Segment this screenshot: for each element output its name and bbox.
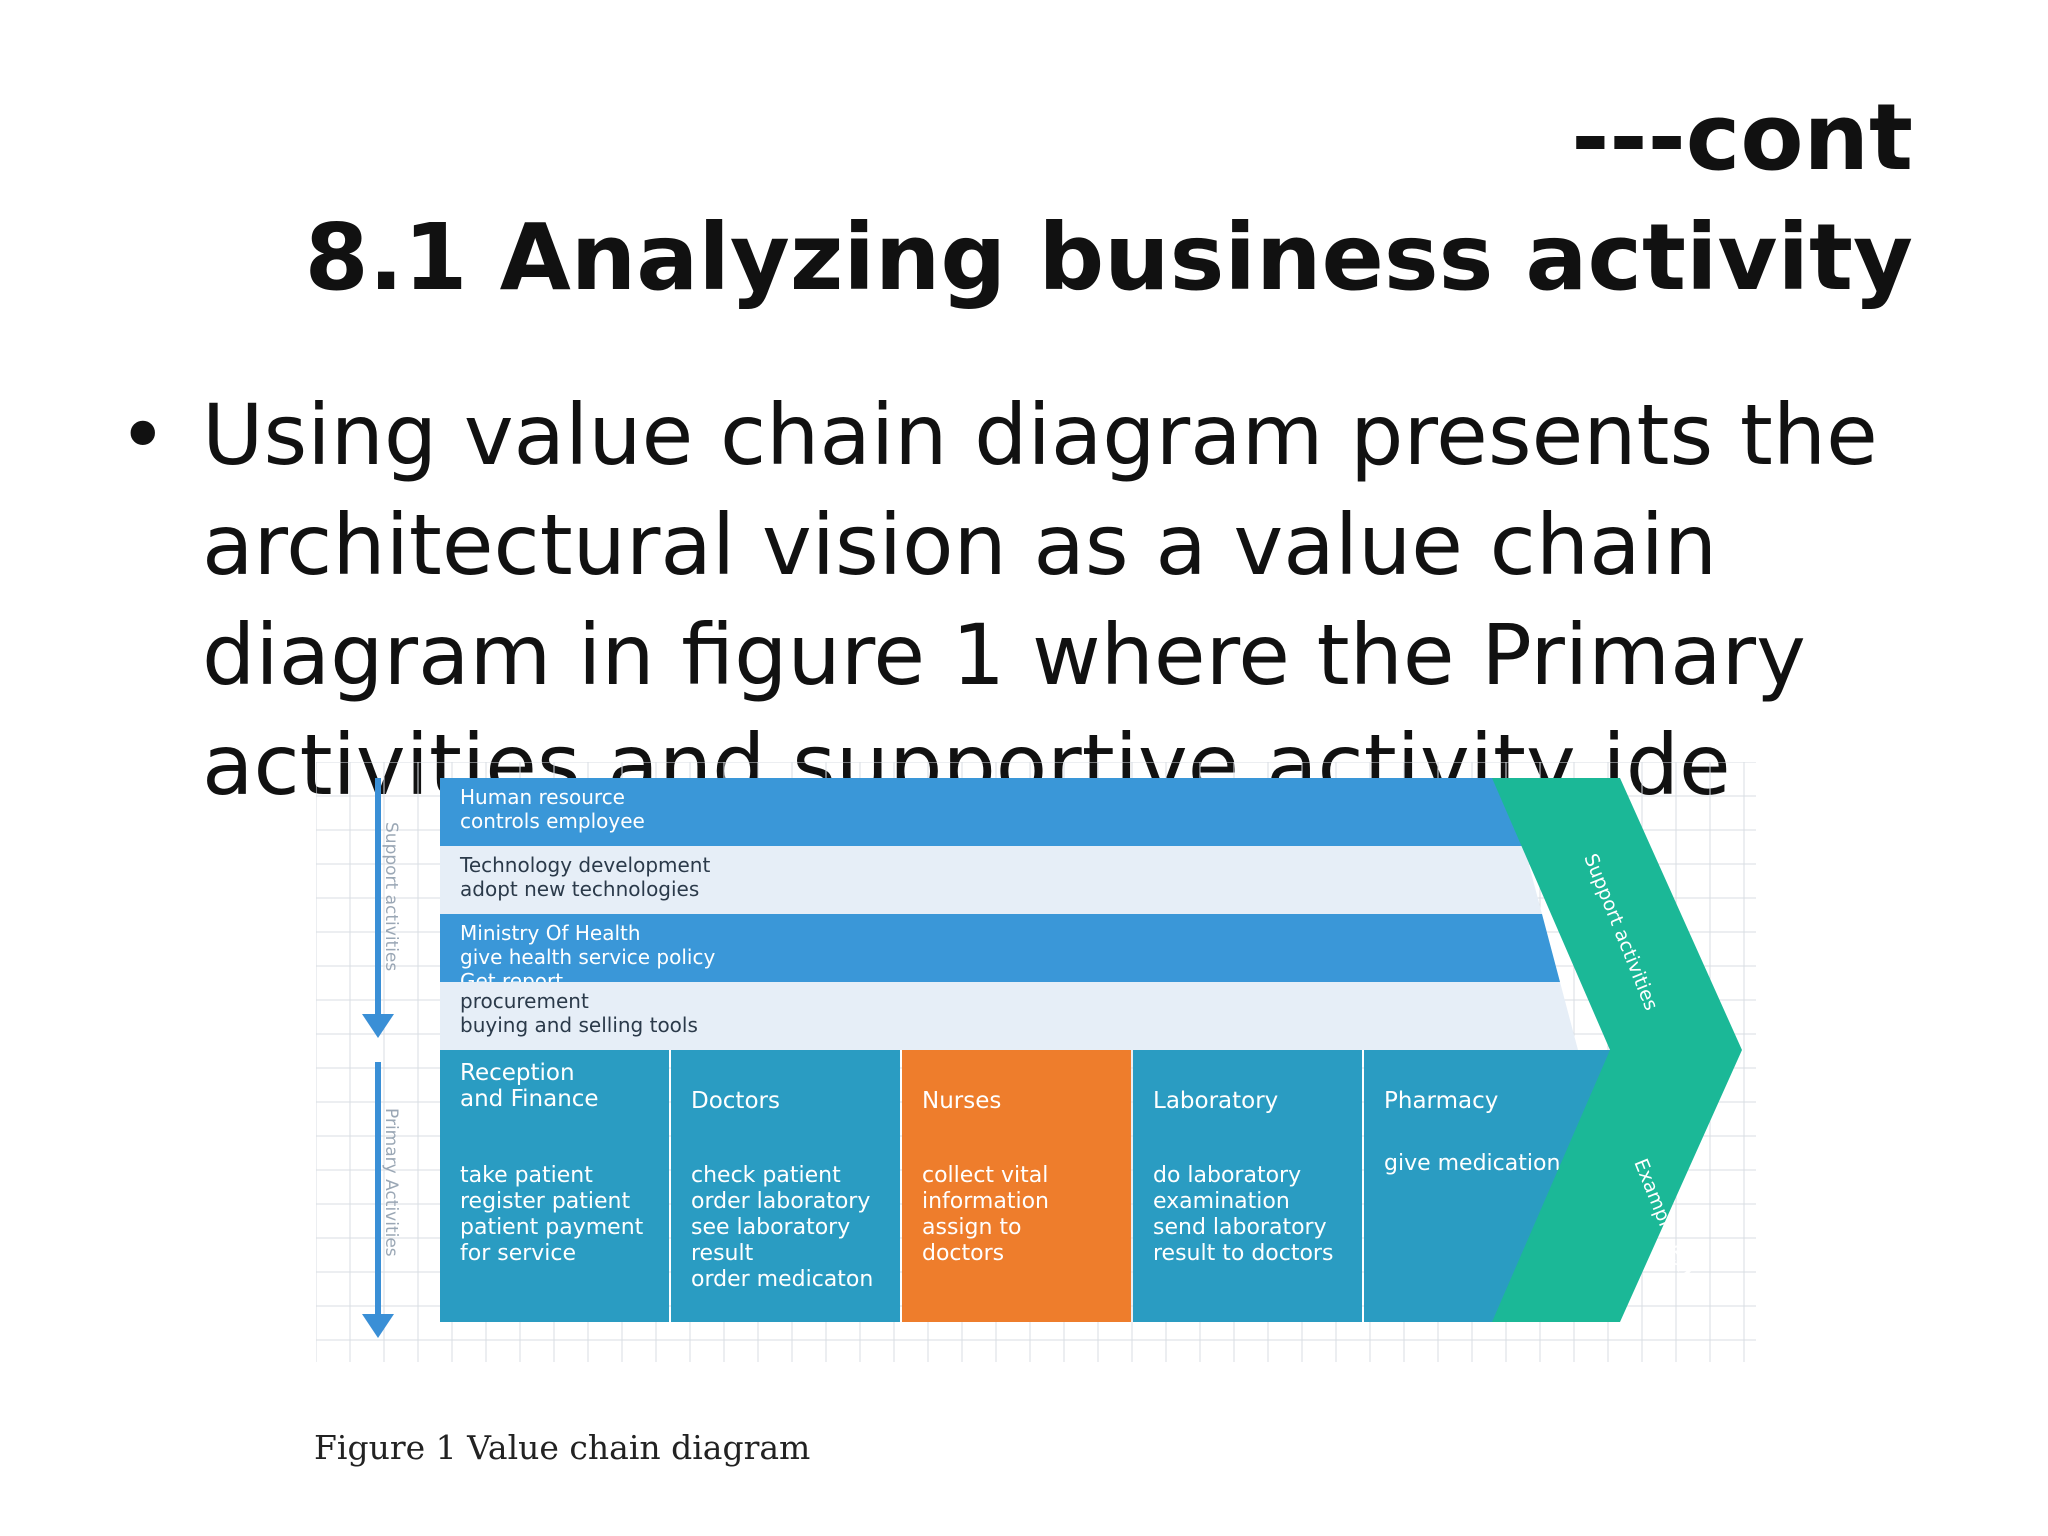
primary-column-text: assign to bbox=[922, 1215, 1022, 1240]
support-row bbox=[440, 914, 1560, 982]
primary-column-text: collect vital bbox=[922, 1163, 1048, 1188]
support-row-text: Ministry Of Health bbox=[460, 921, 641, 945]
primary-column-text: result bbox=[691, 1241, 754, 1266]
primary-column-heading: Reception bbox=[460, 1060, 575, 1086]
bullet-marker: • bbox=[118, 386, 168, 484]
primary-column bbox=[671, 1050, 900, 1322]
primary-column bbox=[440, 1050, 669, 1322]
primary-column-text: examination bbox=[1153, 1189, 1290, 1214]
slide-title: ---cont 8.1 Analyzing business activity bbox=[213, 78, 1913, 318]
primary-axis-label: Primary Activities bbox=[381, 1108, 401, 1257]
primary-column-text: order laboratory bbox=[691, 1189, 870, 1214]
primary-column-text: give medication bbox=[1384, 1151, 1560, 1176]
primary-column bbox=[1133, 1050, 1362, 1322]
support-row-text: Human resource bbox=[460, 785, 625, 809]
support-arrow-head bbox=[362, 1014, 394, 1038]
support-row-text: controls employee bbox=[460, 809, 645, 833]
support-row bbox=[440, 778, 1524, 846]
support-row-text: buying and selling tools bbox=[460, 1013, 698, 1037]
primary-arrow-head bbox=[362, 1314, 394, 1338]
primary-column-text: information bbox=[922, 1189, 1049, 1214]
title-cont: ---cont bbox=[1571, 84, 1913, 191]
primary-column-heading: and Finance bbox=[460, 1086, 599, 1112]
figure-caption: Figure 1 Value chain diagram bbox=[314, 1428, 811, 1467]
support-row-text: adopt new technologies bbox=[460, 877, 699, 901]
primary-column-text: see laboratory bbox=[691, 1215, 850, 1240]
primary-column-text: take patient bbox=[460, 1163, 593, 1188]
title-heading: 8.1 Analyzing business activity bbox=[304, 204, 1913, 311]
bullet-text: Using value chain diagram presents the a… bbox=[202, 386, 1878, 814]
primary-column-text: register patient bbox=[460, 1189, 630, 1214]
support-row bbox=[440, 846, 1542, 914]
primary-column-text: patient payment bbox=[460, 1215, 644, 1240]
support-axis-label: Support activities bbox=[381, 822, 401, 971]
support-row-text: Technology development bbox=[459, 853, 710, 877]
primary-column-heading: Laboratory bbox=[1153, 1088, 1278, 1114]
primary-column-text: do laboratory bbox=[1153, 1163, 1301, 1188]
primary-column-text: result to doctors bbox=[1153, 1241, 1333, 1266]
support-row-text: give health service policy bbox=[460, 945, 715, 969]
primary-column-text: send laboratory bbox=[1153, 1215, 1327, 1240]
primary-column-text: check patient bbox=[691, 1163, 841, 1188]
primary-column-text: for service bbox=[460, 1241, 576, 1266]
primary-column-text: order medicaton bbox=[691, 1267, 873, 1292]
support-row-text: procurement bbox=[460, 989, 589, 1013]
support-row bbox=[440, 982, 1578, 1050]
primary-column-heading: Pharmacy bbox=[1384, 1088, 1498, 1114]
primary-column bbox=[902, 1050, 1131, 1322]
primary-column-heading: Nurses bbox=[922, 1088, 1001, 1114]
primary-column-heading: Doctors bbox=[691, 1088, 780, 1114]
chevron-arrow bbox=[1492, 778, 1742, 1322]
primary-column-text: doctors bbox=[922, 1241, 1004, 1266]
